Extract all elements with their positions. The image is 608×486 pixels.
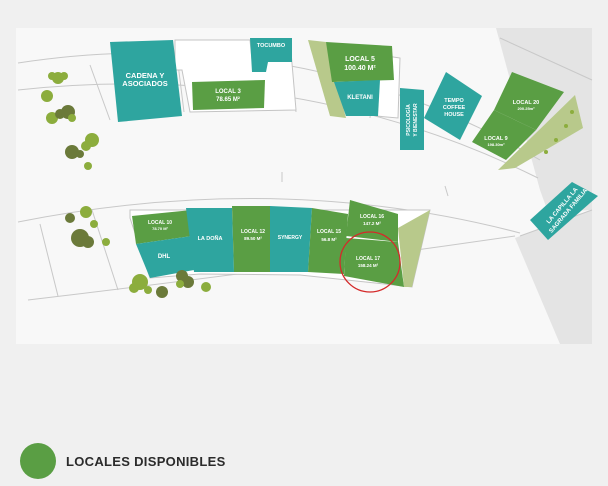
svg-text:56.8 M²: 56.8 M² xyxy=(321,237,337,242)
svg-text:LOCAL 5: LOCAL 5 xyxy=(345,56,375,63)
unit-kletani[interactable]: KLETANI xyxy=(334,80,380,116)
unit-cadena-y-asociados[interactable]: CADENA Y ASOCIADOS xyxy=(110,40,182,122)
svg-text:TOCUMBO: TOCUMBO xyxy=(257,43,286,49)
unit-local-20[interactable]: LOCAL 20 200.25m² xyxy=(494,72,564,130)
unit-local-10[interactable]: LOCAL 10 78.70 M² xyxy=(132,210,192,244)
svg-text:89.50 M²: 89.50 M² xyxy=(244,236,262,241)
svg-text:LOCAL 17: LOCAL 17 xyxy=(356,256,380,262)
svg-text:LOCAL 20: LOCAL 20 xyxy=(513,100,540,106)
unit-local-9[interactable]: LOCAL 9 198.30m² xyxy=(472,110,536,160)
unit-local-16[interactable]: LOCAL 16 147.2 M² xyxy=(346,200,398,242)
highlight-circle xyxy=(339,231,401,293)
unit-local-12[interactable]: LOCAL 12 89.50 M² xyxy=(232,206,270,272)
svg-text:TEMPO: TEMPO xyxy=(444,98,464,104)
svg-text:HOUSE: HOUSE xyxy=(444,112,464,118)
unit-local-5[interactable]: LOCAL 5 100.40 M² xyxy=(326,42,394,82)
unit-psicologia-y-bienestar[interactable]: PSICOLOGÍA Y BIENESTAR xyxy=(400,88,424,150)
gray-area-lower xyxy=(515,210,592,344)
svg-text:COFFEE: COFFEE xyxy=(443,105,466,111)
svg-text:DHL: DHL xyxy=(158,254,171,260)
unit-local-3[interactable]: LOCAL 3 78.65 M² xyxy=(192,80,265,110)
corridor-right xyxy=(498,95,583,170)
svg-text:100.40 M²: 100.40 M² xyxy=(344,65,376,72)
svg-text:78.65 M²: 78.65 M² xyxy=(216,96,240,103)
unit-tempo-coffee-house[interactable]: TEMPO COFFEE HOUSE xyxy=(424,72,482,140)
legend-label: LOCALES DISPONIBLES xyxy=(66,453,226,469)
plan-background xyxy=(16,28,592,344)
unit-dhl[interactable]: DHL xyxy=(136,236,194,278)
svg-text:LOCAL 15: LOCAL 15 xyxy=(317,229,341,235)
svg-text:LOCAL 16: LOCAL 16 xyxy=(360,214,384,220)
gray-area xyxy=(496,28,592,212)
legend-swatch xyxy=(20,443,56,479)
svg-text:LOCAL 9: LOCAL 9 xyxy=(484,136,507,142)
svg-text:ASOCIADOS: ASOCIADOS xyxy=(122,79,167,88)
corridor-top xyxy=(308,40,346,118)
unit-local-17[interactable]: LOCAL 17 158.24 M² xyxy=(344,238,404,287)
svg-text:SYNERGY: SYNERGY xyxy=(278,235,303,241)
svg-text:PSICOLOGÍA: PSICOLOGÍA xyxy=(404,104,412,136)
corridor-bottom xyxy=(398,210,430,287)
svg-text:200.25m²: 200.25m² xyxy=(517,106,535,111)
svg-text:LA DOÑA: LA DOÑA xyxy=(198,235,223,242)
svg-text:Y BIENESTAR: Y BIENESTAR xyxy=(413,103,419,137)
svg-text:LOCAL 3: LOCAL 3 xyxy=(215,89,241,95)
svg-text:CADENA Y: CADENA Y xyxy=(126,71,165,80)
svg-text:78.70 M²: 78.70 M² xyxy=(152,226,168,231)
svg-text:147.2 M²: 147.2 M² xyxy=(363,221,381,226)
svg-text:LOCAL 10: LOCAL 10 xyxy=(148,220,172,226)
unit-tocumbo[interactable]: TOCUMBO xyxy=(250,38,292,72)
svg-text:198.30m²: 198.30m² xyxy=(487,142,505,147)
unit-synergy[interactable]: SYNERGY xyxy=(270,206,312,272)
svg-text:KLETANI: KLETANI xyxy=(347,95,373,101)
legend: LOCALES DISPONIBLES xyxy=(20,443,226,479)
svg-text:LOCAL 12: LOCAL 12 xyxy=(241,229,265,235)
trees xyxy=(41,72,574,298)
unit-la-dona[interactable]: LA DOÑA xyxy=(186,208,234,272)
unit-local-15[interactable]: LOCAL 15 56.8 M² xyxy=(308,208,348,274)
svg-text:158.24 M²: 158.24 M² xyxy=(358,263,379,268)
